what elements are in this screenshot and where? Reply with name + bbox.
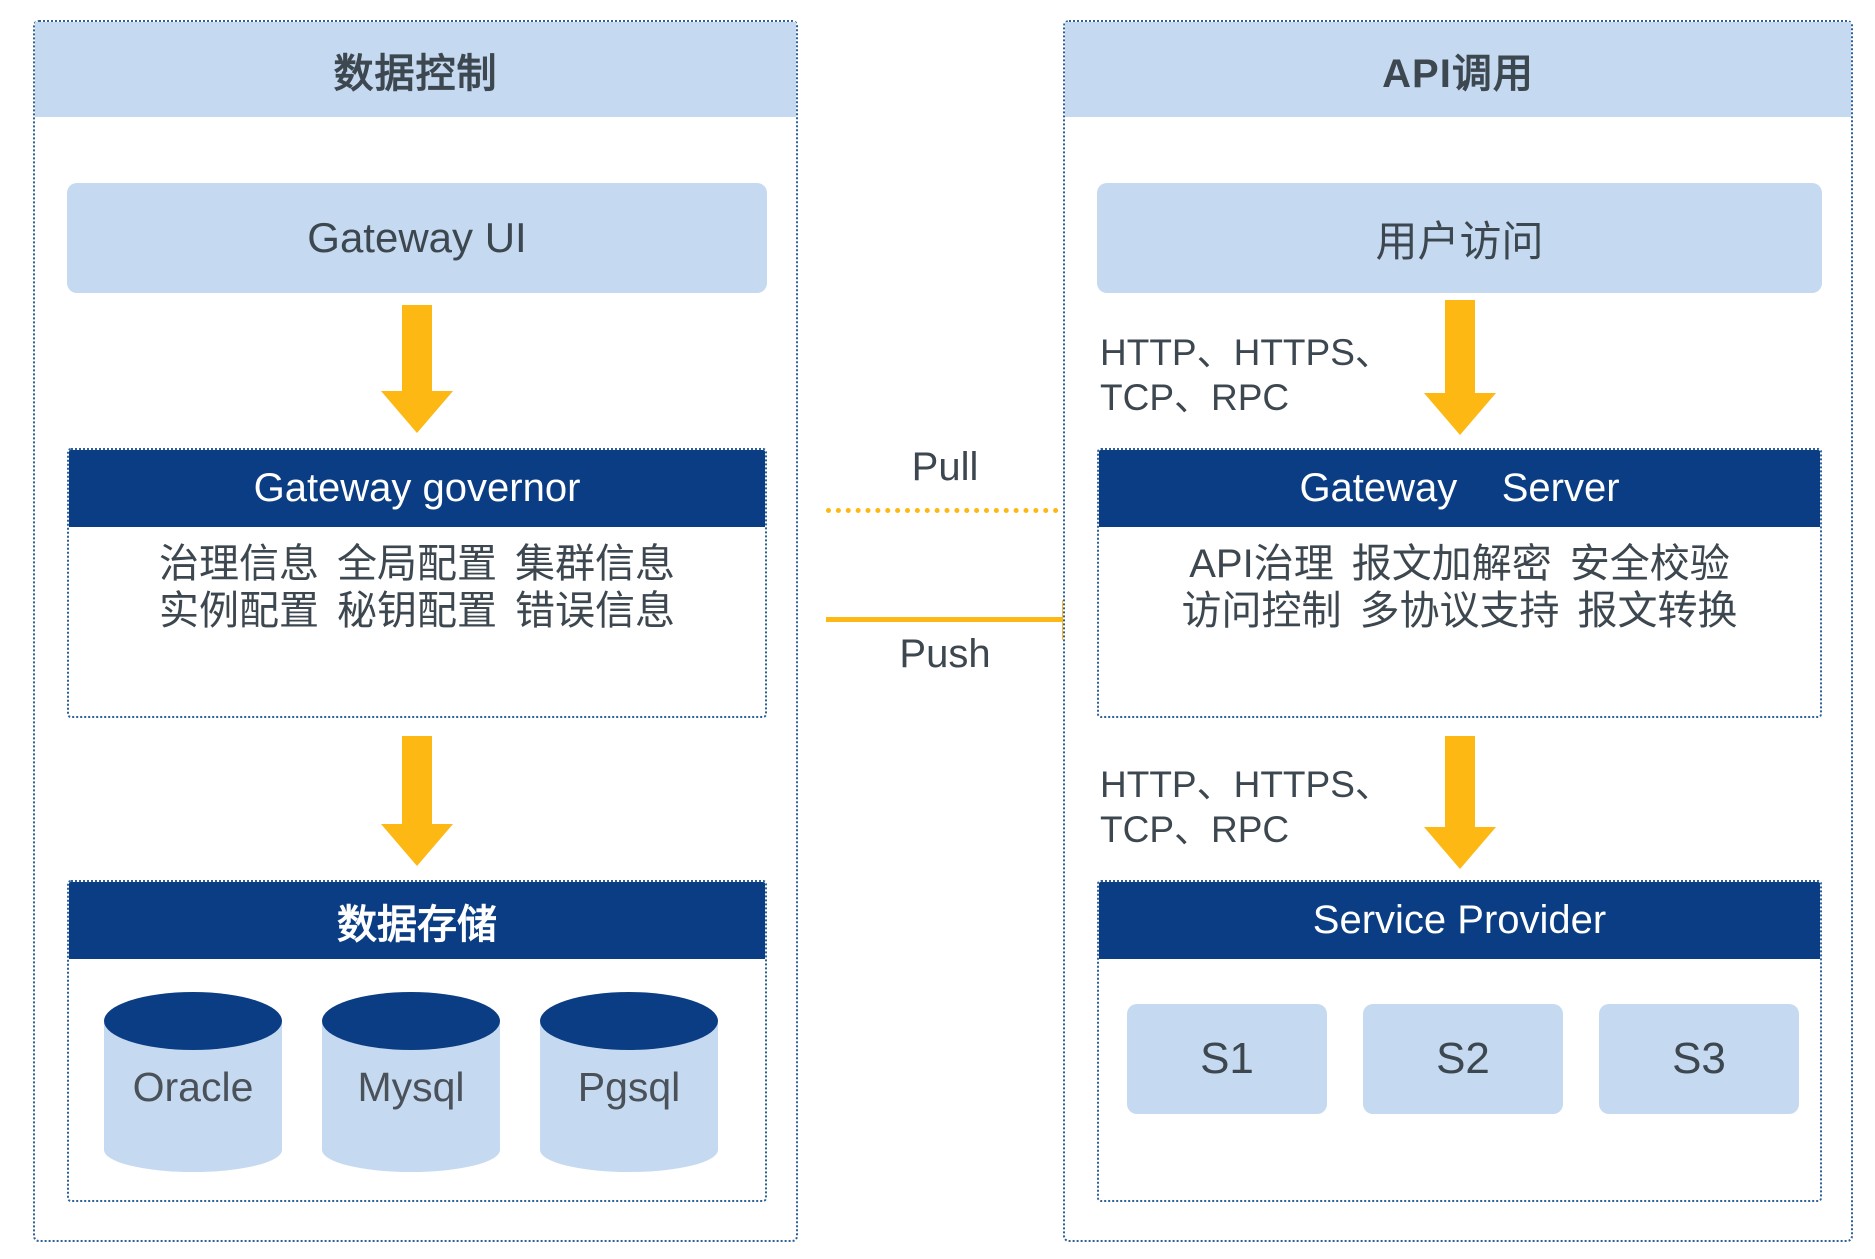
protocol-label-bottom: HTTP、HTTPS、 TCP、RPC <box>1100 764 1392 851</box>
service-provider-header: Service Provider <box>1099 882 1820 959</box>
user-access-label: 用户访问 <box>1375 217 1544 265</box>
service-label: S3 <box>1672 1034 1726 1083</box>
database-cylinder-mysql[interactable]: Mysql <box>322 992 500 1172</box>
user-access-box[interactable]: 用户访问 <box>1097 183 1822 293</box>
protocol-label-top: HTTP、HTTPS、 TCP、RPC <box>1100 332 1392 419</box>
governor-features-row-1: 治理信息 全局配置 集群信息 <box>150 541 684 588</box>
arrow-gateway-to-service-provider <box>1424 736 1496 869</box>
governor-feature: 治理信息 <box>159 542 319 586</box>
database-cylinder-oracle[interactable]: Oracle <box>104 992 282 1172</box>
service-label: S2 <box>1436 1034 1490 1083</box>
gateway-governor-body: 治理信息 全局配置 集群信息 实例配置 秘钥配置 错误信息 <box>69 527 765 635</box>
pull-label: Pull <box>911 445 979 489</box>
governor-features-row-2: 实例配置 秘钥配置 错误信息 <box>150 588 684 635</box>
cylinder-top-ellipse <box>104 992 282 1050</box>
database-cylinder-pgsql[interactable]: Pgsql <box>540 992 718 1172</box>
arrow-governor-to-storage <box>381 736 453 866</box>
service-box-s3[interactable]: S3 <box>1599 1004 1799 1114</box>
gateway-server-feature: 报文加解密 <box>1351 542 1552 586</box>
gateway-server-header: Gateway Server <box>1099 450 1820 527</box>
data-storage-card: 数据存储 Oracle Mysql Pgsql <box>67 880 767 1202</box>
database-label: Oracle <box>132 1064 254 1110</box>
governor-feature: 秘钥配置 <box>337 589 497 634</box>
gateway-server-feature: 报文转换 <box>1577 589 1738 634</box>
data-storage-header: 数据存储 <box>69 882 765 959</box>
governor-feature: 错误信息 <box>515 589 675 634</box>
gateway-server-body: API治理 报文加解密 安全校验 访问控制 多协议支持 报文转换 <box>1099 527 1820 635</box>
panel-left-title: 数据控制 <box>35 22 796 117</box>
cylinder-top-ellipse <box>322 992 500 1050</box>
governor-feature: 集群信息 <box>515 542 675 586</box>
gateway-ui-box[interactable]: Gateway UI <box>67 183 767 293</box>
governor-feature: 实例配置 <box>159 589 319 634</box>
gateway-server-feature: 多协议支持 <box>1359 589 1560 634</box>
arrow-ui-to-governor <box>381 305 453 433</box>
gateway-server-feature: API治理 <box>1189 542 1334 586</box>
cylinder-top-ellipse <box>540 992 718 1050</box>
gateway-server-card: Gateway Server API治理 报文加解密 安全校验 访问控制 多协议… <box>1097 448 1822 718</box>
panel-right-title: API调用 <box>1065 22 1851 117</box>
service-box-s1[interactable]: S1 <box>1127 1004 1327 1114</box>
gateway-governor-card: Gateway governor 治理信息 全局配置 集群信息 实例配置 秘钥配… <box>67 448 767 718</box>
gateway-governor-header: Gateway governor <box>69 450 765 527</box>
service-label: S1 <box>1200 1034 1254 1083</box>
push-connector-line <box>826 617 1064 622</box>
gateway-server-features-row-1: API治理 报文加解密 安全校验 <box>1180 541 1738 588</box>
gateway-ui-label: Gateway UI <box>307 214 527 261</box>
gateway-server-feature: 安全校验 <box>1569 542 1730 586</box>
arrow-user-to-gateway-server <box>1424 300 1496 435</box>
gateway-server-features-row-2: 访问控制 多协议支持 报文转换 <box>1173 588 1747 635</box>
gateway-server-feature: 访问控制 <box>1181 589 1342 634</box>
database-label: Mysql <box>357 1064 465 1110</box>
pull-connector-line <box>826 508 1088 513</box>
service-provider-card: Service Provider S1 S2 S3 <box>1097 880 1822 1202</box>
push-label: Push <box>899 632 991 676</box>
governor-feature: 全局配置 <box>337 542 497 586</box>
database-label: Pgsql <box>577 1064 681 1110</box>
service-box-s2[interactable]: S2 <box>1363 1004 1563 1114</box>
